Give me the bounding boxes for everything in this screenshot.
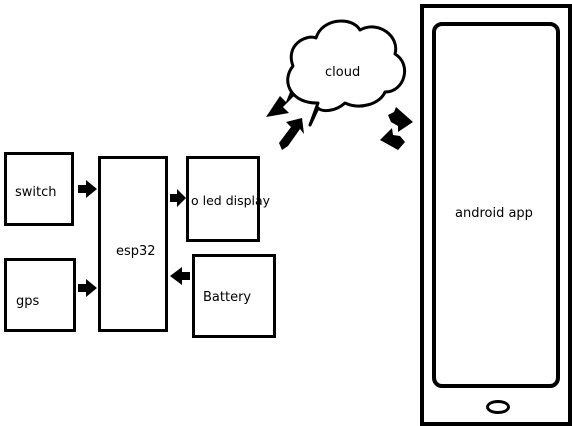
arrow-battery-to-esp32 [170,267,190,285]
arrow-esp32-to-oled [170,189,186,207]
battery-label: Battery [203,290,252,305]
oled-display-block: o led display [186,156,270,242]
battery-block: Battery [192,254,276,338]
oled-display-label: o led display [191,193,271,208]
cloud-shape [286,19,406,127]
esp32-block: esp32 [98,156,168,332]
gps-label: gps [16,294,40,309]
home-button [486,400,510,414]
arrow-phone-to-cloud [380,128,405,150]
switch-label: switch [15,185,57,200]
arrow-gps-to-esp32 [78,279,97,297]
gps-block: gps [4,258,76,332]
esp32-label: esp32 [116,244,156,259]
cloud-label: cloud [325,65,360,80]
arrow-cloud-to-phone [388,107,413,132]
android-phone: android app [420,4,572,426]
phone-screen: android app [432,22,560,388]
arrow-cloud-out-left [266,92,295,117]
android-app-label: android app [455,206,533,221]
arrow-cloud-in-left [279,118,304,150]
arrow-switch-to-esp32 [78,180,97,198]
switch-block: switch [4,152,74,226]
